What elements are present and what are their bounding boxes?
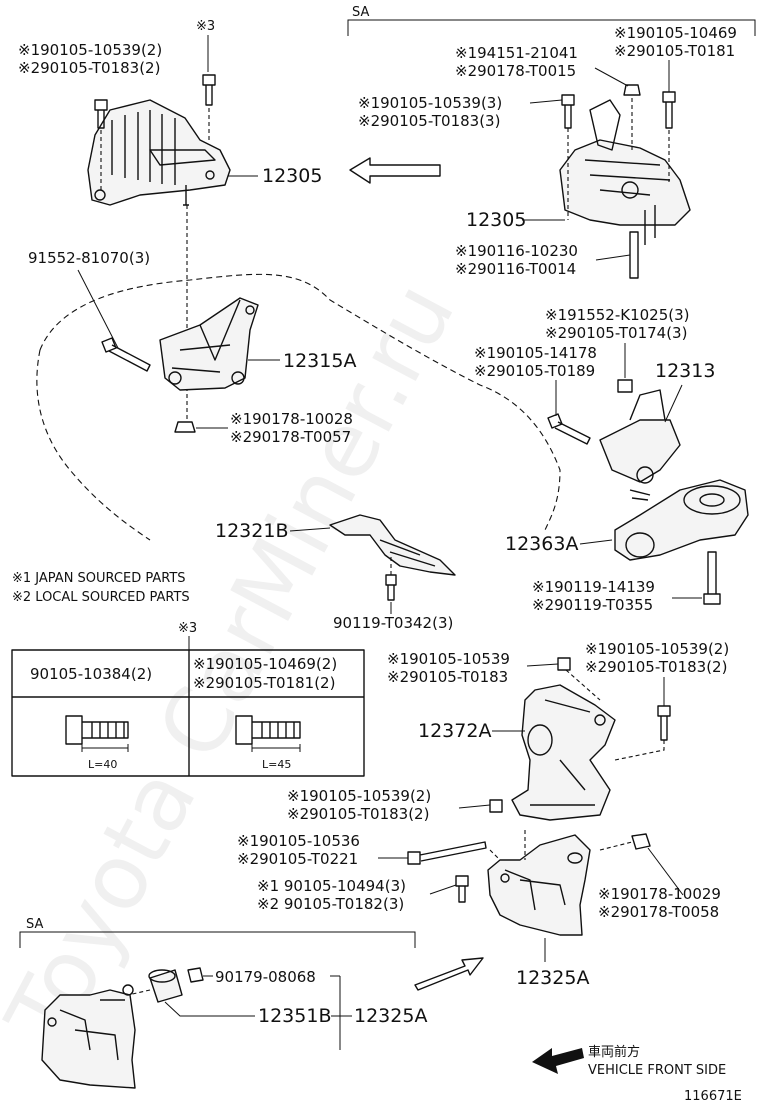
bolt-l-c[interactable] [489,799,503,813]
bolt-l40-icon [65,715,129,752]
nut-90178-10028[interactable] [174,421,196,433]
label-12351B: 12351B [258,1005,331,1027]
label-l-c2: ※290105-T0183(2) [287,805,429,823]
nut-l-f[interactable] [631,833,651,850]
label-sa-d2: ※290116-T0014 [455,260,576,278]
label-12325A-bottom: 12325A [354,1005,427,1027]
engine-outline [36,273,561,541]
bolt-tl-2[interactable] [202,74,216,106]
sa-label-bottom: SA [26,917,43,932]
bolt-l-e[interactable] [455,875,469,903]
arrow-upright-icon [414,957,484,991]
label-12321B: 12321B [215,520,288,542]
nut-sa-b[interactable] [623,84,641,96]
bracket-12321B[interactable] [329,514,456,576]
bolt-sa-a[interactable] [662,91,676,129]
label-12305-right: 12305 [466,209,526,231]
insulator-12351B[interactable] [148,969,183,1003]
label-sa-c1: ※190105-10539(3) [358,94,502,112]
bolt-m-b[interactable] [547,413,591,445]
label-tl-bolt-1: ※190105-10539(2) [18,41,162,59]
bolt-sa-c[interactable] [561,94,575,129]
mount-12372A[interactable] [511,684,616,821]
sa-label-top: SA [352,5,369,20]
label-sa-a2: ※290105-T0181 [614,42,735,60]
bolt-l45-icon [235,715,301,752]
label-m-a1: ※191552-K1025(3) [545,306,690,324]
label-nut-1: ※190178-10028 [230,410,353,428]
figure-id: 116671E [684,1089,742,1104]
label-l-d1: ※190105-10536 [237,832,360,850]
table-note-mark: ※3 [178,621,197,636]
label-91552: 91552-81070(3) [28,249,150,267]
label-sa-d1: ※190116-10230 [455,242,578,260]
arrow-left-icon [349,157,441,184]
bracket-12325A[interactable] [487,834,591,936]
stud-sa-d[interactable] [629,231,639,279]
bracket-12315A[interactable] [159,297,259,391]
bolt-l-a[interactable] [557,657,571,671]
label-l-f2: ※290178-T0058 [598,903,719,921]
label-90119: 90119-T0342(3) [333,614,453,632]
bolt-length-table [11,649,365,777]
label-l-a2: ※290105-T0183 [387,668,508,686]
bolt-l-d[interactable] [407,841,487,865]
table-col1-header: 90105-10384(2) [30,665,152,683]
label-sa-b2: ※290178-T0015 [455,62,576,80]
label-12325A: 12325A [516,967,589,989]
bolt-tl-1[interactable] [94,99,108,129]
bolt-90119[interactable] [385,574,397,601]
label-nut-2: ※290178-T0057 [230,428,351,446]
bolt-l-b[interactable] [657,705,671,741]
label-12372A: 12372A [418,720,491,742]
label-12363A: 12363A [505,533,578,555]
label-12315A: 12315A [283,350,356,372]
table-col2-header-1: ※190105-10469(2) [193,655,337,673]
label-tl-bolt-2: ※290105-T0183(2) [18,59,160,77]
front-side-jp: 車両前方 [588,1044,640,1060]
table-col2-header-2: ※290105-T0181(2) [193,674,335,692]
label-12305-left: 12305 [262,165,322,187]
table-col1-length: L=40 [88,758,117,771]
label-m-b1: ※190105-14178 [474,344,597,362]
label-m-c1: ※190119-14139 [532,578,655,596]
label-m-b2: ※290105-T0189 [474,362,595,380]
label-l-d2: ※290105-T0221 [237,850,358,868]
mount-12305-left[interactable] [87,99,231,206]
bolt-91552[interactable] [101,337,151,372]
label-l-c1: ※190105-10539(2) [287,787,431,805]
label-m-c2: ※290119-T0355 [532,596,653,614]
label-l-e1: ※1 90105-10494(3) [257,877,406,895]
label-sa-a1: ※190105-10469 [614,24,737,42]
label-90179: 90179-08068 [215,968,316,986]
legend-line-1: ※1 JAPAN SOURCED PARTS [12,571,186,586]
note-mark-3-top: ※3 [196,19,215,34]
label-sa-c2: ※290105-T0183(3) [358,112,500,130]
label-l-b1: ※190105-10539(2) [585,640,729,658]
label-l-b2: ※290105-T0183(2) [585,658,727,676]
legend-line-2: ※2 LOCAL SOURCED PARTS [12,590,190,605]
bolt-12363A[interactable] [703,551,721,605]
mount-12313[interactable] [599,389,681,501]
mount-12363A[interactable] [614,479,749,561]
bolt-m-a[interactable] [617,379,633,393]
label-l-e2: ※2 90105-T0182(3) [257,895,404,913]
mount-12305-right[interactable] [559,99,691,245]
label-l-a1: ※190105-10539 [387,650,510,668]
bracket-sa-bottom[interactable] [41,984,136,1089]
label-m-a2: ※290105-T0174(3) [545,324,687,342]
label-sa-b1: ※194151-21041 [455,44,578,62]
label-12313: 12313 [655,360,715,382]
table-col2-length: L=45 [262,758,291,771]
front-arrow-icon [532,1048,584,1074]
front-side-en: VEHICLE FRONT SIDE [588,1063,726,1078]
nut-90179[interactable] [187,967,204,983]
label-l-f1: ※190178-10029 [598,885,721,903]
